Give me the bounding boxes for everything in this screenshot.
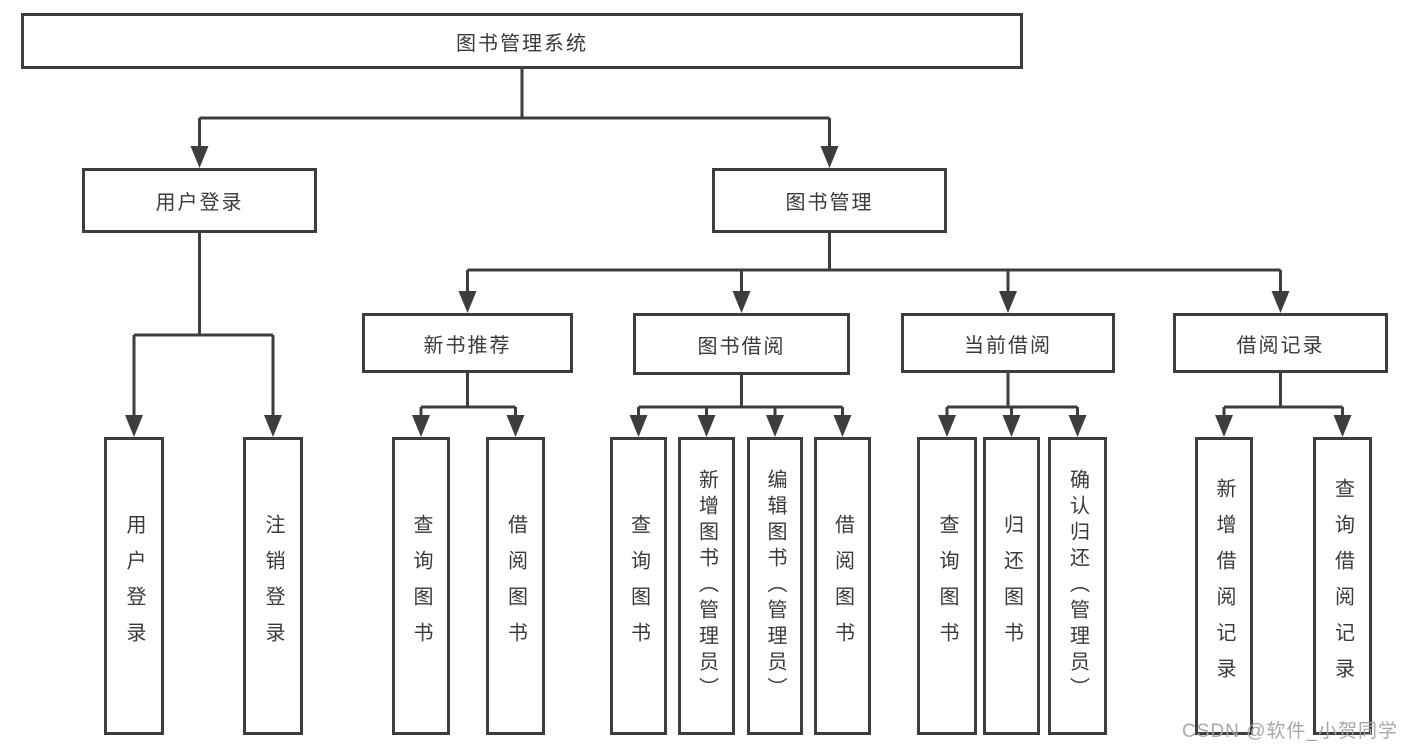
leaf-query-books-current: 查询图书 [917,437,977,735]
leaf-logout: 注销登录 [243,437,303,735]
node-user-login: 用户登录 [82,168,317,233]
node-borrowing-records: 借阅记录 [1173,313,1388,373]
node-current-borrowing-label: 当前借阅 [964,334,1052,357]
leaf-borrow-books-borrowing: 借阅图书 [814,437,871,735]
leaf-add-borrow-record-label: 新增借阅记录 [1213,478,1235,694]
node-book-borrowing: 图书借阅 [633,313,850,375]
leaf-query-books-recommend: 查询图书 [392,437,450,735]
leaf-query-borrow-record: 查询借阅记录 [1313,437,1372,735]
arrowheads [125,146,1352,437]
leaf-return-book: 归还图书 [983,437,1040,735]
leaf-borrow-books-recommend-label: 借阅图书 [504,514,527,658]
leaf-query-books-borrowing-label: 查询图书 [627,514,650,658]
node-current-borrowing: 当前借阅 [901,313,1115,373]
node-root: 图书管理系统 [21,13,1023,69]
leaf-borrow-books-recommend: 借阅图书 [486,437,545,735]
node-new-book-recommendation: 新书推荐 [362,313,573,373]
leaf-add-book-admin-label: 新增图书（管理员） [695,469,718,703]
node-borrowing-records-label: 借阅记录 [1236,334,1325,357]
node-new-book-recommendation-label: 新书推荐 [423,334,512,357]
leaf-edit-book-admin-label: 编辑图书（管理员） [764,469,786,703]
node-book-management-label: 图书管理 [785,192,874,214]
leaf-edit-book-admin: 编辑图书（管理员） [747,437,803,735]
leaf-confirm-return-admin: 确认归还（管理员） [1048,437,1107,735]
leaf-query-books-current-label: 查询图书 [936,514,958,658]
leaf-add-borrow-record: 新增借阅记录 [1195,437,1253,735]
node-book-borrowing-label: 图书借阅 [697,335,786,358]
leaf-return-book-label: 归还图书 [1000,514,1023,658]
leaf-borrow-books-borrowing-label: 借阅图书 [831,514,854,658]
leaf-logout-label: 注销登录 [262,514,284,658]
leaf-query-books-borrowing: 查询图书 [610,437,667,735]
leaf-add-book-admin: 新增图书（管理员） [678,437,735,735]
node-user-login-label: 用户登录 [155,192,244,214]
watermark: CSDN @软件_小贺同学 [1182,721,1398,742]
leaf-query-borrow-record-label: 查询借阅记录 [1331,478,1354,694]
leaf-confirm-return-admin-label: 确认归还（管理员） [1066,469,1089,703]
leaf-user-login-label: 用户登录 [123,514,145,658]
leaf-query-books-recommend-label: 查询图书 [410,514,432,658]
node-book-management: 图书管理 [712,168,947,233]
node-root-label: 图书管理系统 [456,32,588,55]
leaf-user-login: 用户登录 [104,437,164,735]
